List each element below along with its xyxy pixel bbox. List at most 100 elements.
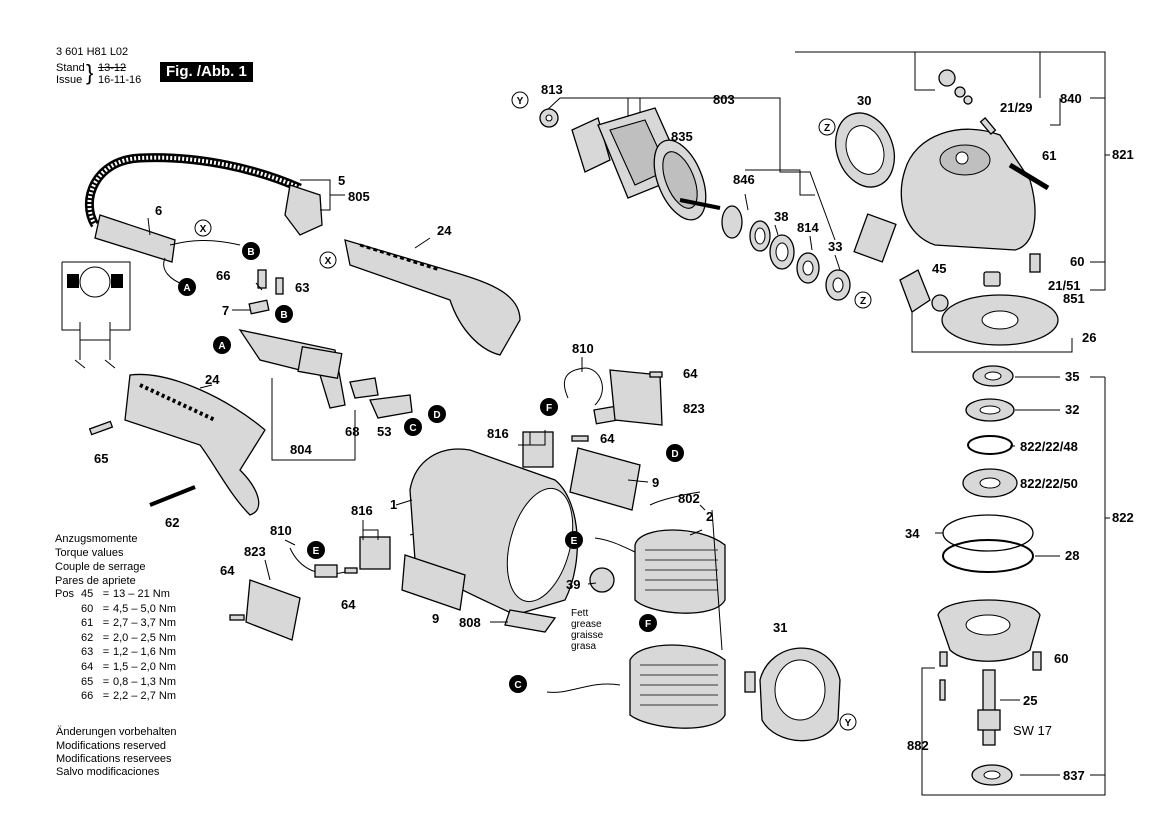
label-803: 803 [713,92,735,107]
callout-d-switch: D [428,405,446,423]
label-31: 31 [773,620,787,635]
stand-label: Stand [56,62,85,74]
label-802: 802 [678,491,700,506]
footer-line-de: Änderungen vorbehalten [56,726,177,738]
label-822-22-48: 822/22/48 [1020,439,1078,454]
callout-d-mid: D [666,444,684,462]
label-30: 30 [857,93,871,108]
label-65: 65 [94,451,108,466]
svg-text:B: B [247,247,254,258]
label-sw17: SW 17 [1013,723,1052,738]
handle-bottom [88,373,266,516]
torque-row: 61=2,7 – 3,7 Nm [81,617,176,630]
label-28: 28 [1065,548,1079,563]
label-32: 32 [1065,402,1079,417]
label-813: 813 [541,82,563,97]
stand-value: 13-12 [98,62,127,74]
svg-text:E: E [571,536,578,547]
label-804: 804 [290,442,312,457]
svg-text:Y: Y [517,96,524,107]
footer-line-fr: Modifications reservees [56,753,172,765]
label-823-bottom: 823 [244,544,266,559]
torque-row: 64=1,5 – 2,0 Nm [81,660,176,673]
svg-text:C: C [514,680,521,691]
callout-x-cable: X [194,219,212,237]
svg-text:X: X [325,256,332,267]
torque-row: 63=1,2 – 1,6 Nm [81,646,176,659]
svg-text:C: C [409,423,416,434]
torque-row: 60=4,5 – 5,0 Nm [81,602,176,615]
label-53: 53 [377,424,391,439]
armature [539,107,851,301]
label-9-top: 9 [652,475,659,490]
label-64-bottom: 64 [341,597,356,612]
label-805: 805 [348,189,370,204]
field-coils [546,491,726,729]
issue-value: 16-11-16 [98,74,142,86]
label-822-22-50: 822/22/50 [1020,476,1078,491]
callout-f-bottom: F [639,614,657,632]
wiring-schematic [61,261,131,369]
grease-line-es: grasa [571,641,597,652]
callout-c-switch: C [404,418,422,436]
torque-row: 66=2,2 – 2,7 Nm [81,690,176,703]
torque-title-en: Torque values [55,547,124,559]
label-45: 45 [932,261,946,276]
svg-text:D: D [433,410,440,421]
callout-f-top: F [540,398,558,416]
grease-line-fr: graisse [571,630,604,641]
doc-number: 3 601 H81 L02 [56,46,129,58]
svg-text:D: D [671,449,678,460]
label-38: 38 [774,209,788,224]
label-6: 6 [155,203,162,218]
label-7: 7 [222,303,229,318]
brush-parts [229,367,663,641]
label-25: 25 [1023,693,1037,708]
issue-label: Issue [56,74,83,86]
callout-z-bottom: Z [854,291,872,309]
torque-title-es: Pares de apriete [55,575,136,587]
part-labels: 813 835 803 30 840 21/29 821 61 846 38 8… [94,82,1134,783]
pos-label: Pos [55,588,74,600]
label-34: 34 [905,526,920,541]
label-2: 2 [706,509,713,524]
torque-title-de: Anzugsmomente [55,533,138,545]
svg-text:A: A [183,283,190,294]
leader-lines [147,217,706,623]
callout-x-handle: X [319,251,337,269]
label-60-bottom: 60 [1054,651,1068,666]
svg-text:F: F [546,403,552,414]
label-837: 837 [1063,768,1085,783]
label-822: 822 [1112,510,1134,525]
spindle-stack [937,365,1042,786]
grease-line-en: grease [571,619,602,630]
label-39: 39 [566,577,580,592]
label-62: 62 [165,515,179,530]
brace: } [86,60,94,85]
torque-row: 62=2,0 – 2,5 Nm [81,631,176,644]
label-851: 851 [1063,291,1085,306]
label-816-bottom: 816 [351,503,373,518]
callout-c-bottom: C [509,675,527,693]
footer-line-es: Salvo modificaciones [56,766,160,778]
label-68: 68 [345,424,359,439]
svg-text:X: X [200,224,207,235]
gear-head [835,69,1059,346]
figure-label: Fig. /Abb. 1 [160,62,253,82]
label-840: 840 [1060,91,1082,106]
label-816-top: 816 [487,426,509,441]
callout-e-left: E [307,541,325,559]
callout-a-switch: A [213,336,231,354]
label-9-bottom: 9 [432,611,439,626]
callout-y-bottom: Y [839,713,857,731]
label-823-top: 823 [683,401,705,416]
svg-text:B: B [280,310,287,321]
callout-z-top: Z [818,118,836,136]
label-810-top: 810 [572,341,594,356]
label-846: 846 [733,172,755,187]
grease-line-de: Fett [571,608,589,619]
svg-text:Z: Z [824,123,830,134]
